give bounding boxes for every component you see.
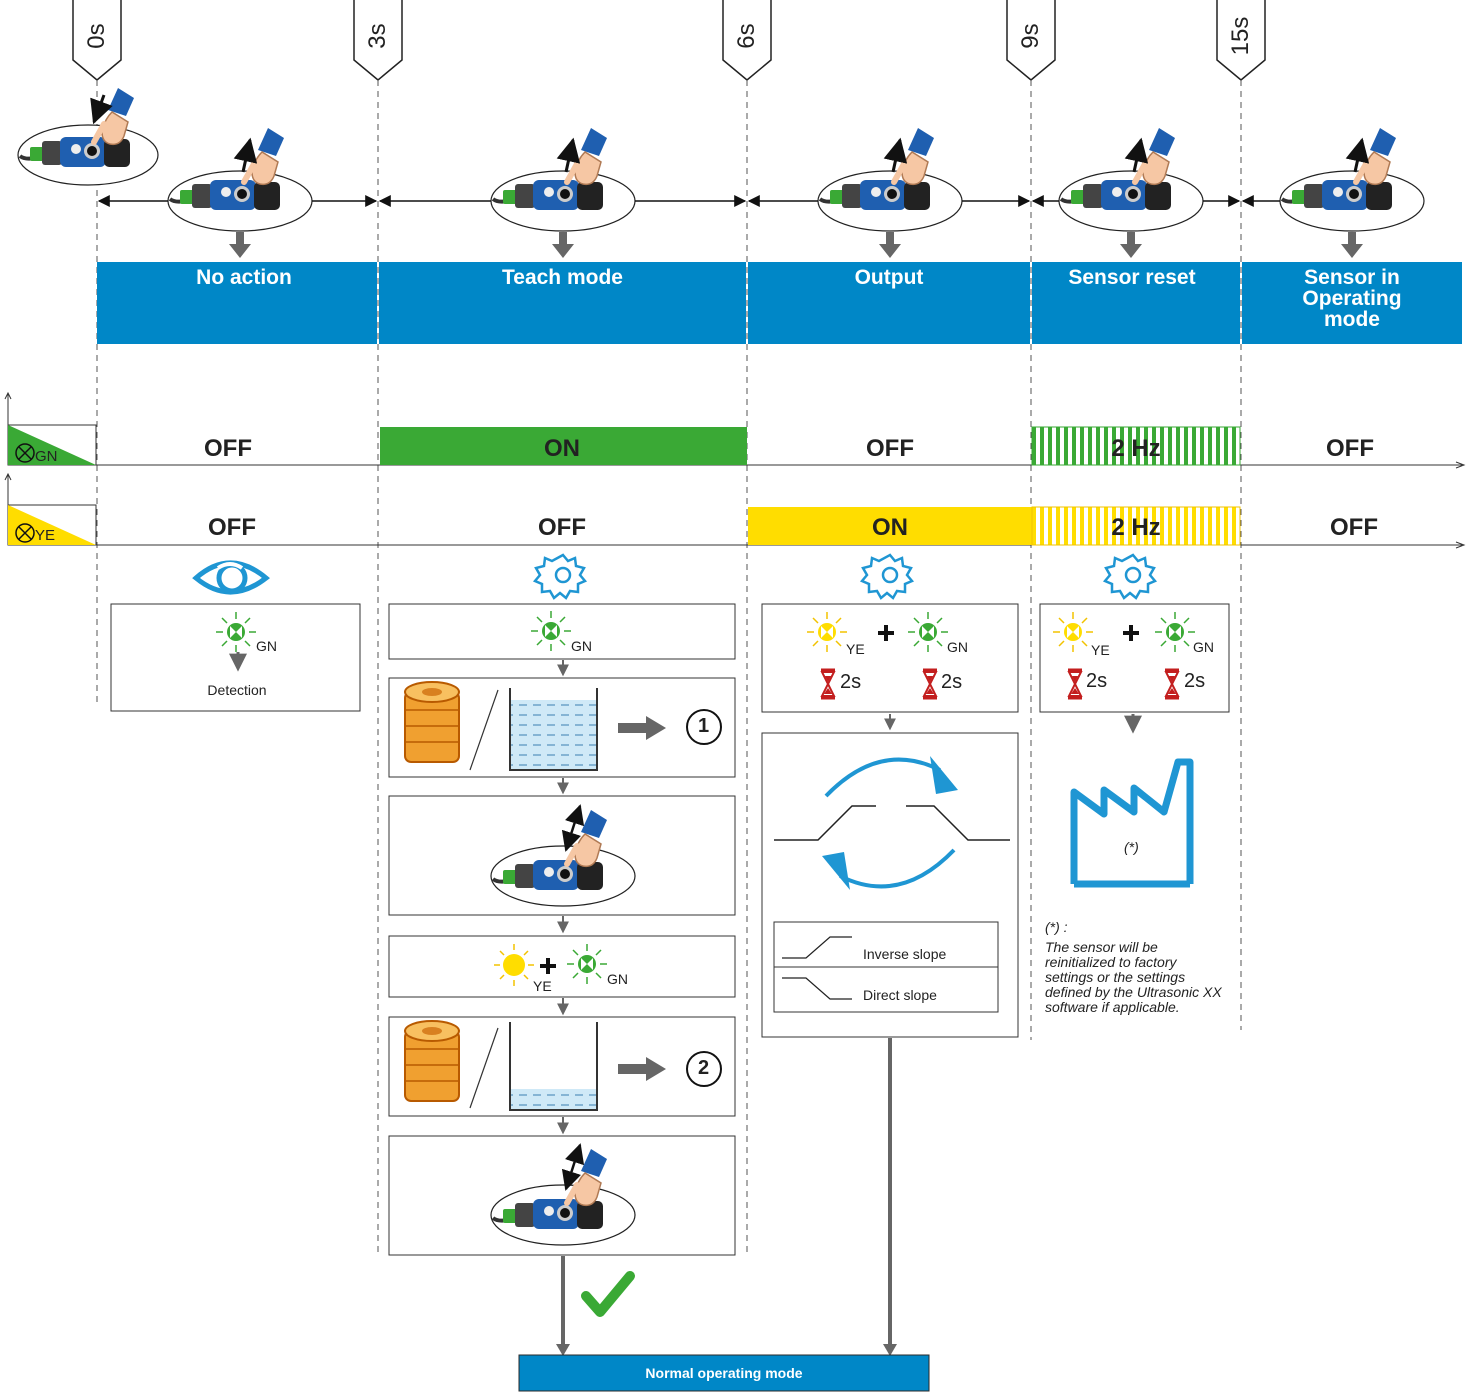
yellow-led-symbol-icon xyxy=(15,523,35,543)
note-head: (*) : xyxy=(1045,919,1068,935)
phase-operating-mode: Sensor in Operating mode xyxy=(1302,266,1402,331)
cycle-icon xyxy=(824,757,956,889)
no-action-box xyxy=(110,603,361,712)
reset-ye-label: YE xyxy=(1091,642,1110,658)
phase-sensor-reset: Sensor reset xyxy=(1068,266,1196,289)
reset-steps xyxy=(1039,603,1230,888)
green-row-label: GN xyxy=(35,448,58,465)
output-gn-label: GN xyxy=(947,639,968,655)
step-1-number: 1 xyxy=(698,715,710,737)
phase-output: Output xyxy=(854,266,924,289)
no-action-led-label: GN xyxy=(256,638,277,654)
yellow-state-1: OFF xyxy=(208,514,256,541)
reset-time-2: 2s xyxy=(1184,670,1206,692)
green-state-4: 2 Hz xyxy=(1111,435,1161,462)
marker-label-9s: 9s xyxy=(1017,23,1044,49)
gear-icon xyxy=(860,553,914,600)
sensor-row xyxy=(167,128,1425,232)
step-2-number: 2 xyxy=(698,1057,710,1079)
factory-icon xyxy=(1070,758,1194,888)
note-body: The sensor will be reinitialized to fact… xyxy=(1045,939,1222,1015)
led-timing xyxy=(4,391,1466,549)
green-state-2: ON xyxy=(544,435,580,462)
yellow-state-3: ON xyxy=(872,514,908,541)
teach-gn-label: GN xyxy=(607,971,628,987)
sensor-pressed xyxy=(17,88,159,186)
yellow-state-4: 2 Hz xyxy=(1111,514,1161,541)
green-state-3: OFF xyxy=(866,435,914,462)
output-ye-label: YE xyxy=(846,641,865,657)
output-time-1: 2s xyxy=(840,671,862,693)
teach-steps xyxy=(388,603,736,1356)
gear-icon xyxy=(533,553,587,600)
detection-label: Detection xyxy=(207,682,267,698)
yellow-state-2: OFF xyxy=(538,514,586,541)
output-time-2: 2s xyxy=(941,671,963,693)
green-led-symbol-icon xyxy=(15,443,35,463)
eye-icon xyxy=(192,560,270,595)
yellow-state-5: OFF xyxy=(1330,514,1378,541)
check-icon xyxy=(581,1271,635,1317)
output-steps xyxy=(761,603,1019,1356)
reset-time-1: 2s xyxy=(1086,670,1108,692)
band-arrows xyxy=(229,232,1363,258)
gear-icon xyxy=(1103,553,1157,600)
phase-bands xyxy=(97,262,1462,344)
marker-label-0s: 0s xyxy=(83,23,110,49)
marker-label-6s: 6s xyxy=(733,23,760,49)
yellow-led-icon xyxy=(494,944,534,986)
normal-operating-mode-label: Normal operating mode xyxy=(645,1365,803,1381)
phase-no-action: No action xyxy=(196,266,292,289)
teach-led-label: GN xyxy=(571,638,592,654)
yellow-row-label: YE xyxy=(35,527,56,544)
final-band xyxy=(518,1354,930,1392)
reset-gn-label: GN xyxy=(1193,639,1214,655)
factory-mark: (*) xyxy=(1124,839,1139,855)
marker-label-3s: 3s xyxy=(364,23,391,49)
phase-teach-mode: Teach mode xyxy=(502,266,623,289)
green-state-1: OFF xyxy=(204,435,252,462)
teach-ye-label: YE xyxy=(533,978,552,994)
green-state-5: OFF xyxy=(1326,435,1374,462)
direct-slope-label: Direct slope xyxy=(863,987,937,1003)
marker-label-15s: 15s xyxy=(1227,16,1254,56)
inverse-slope-label: Inverse slope xyxy=(863,946,947,962)
